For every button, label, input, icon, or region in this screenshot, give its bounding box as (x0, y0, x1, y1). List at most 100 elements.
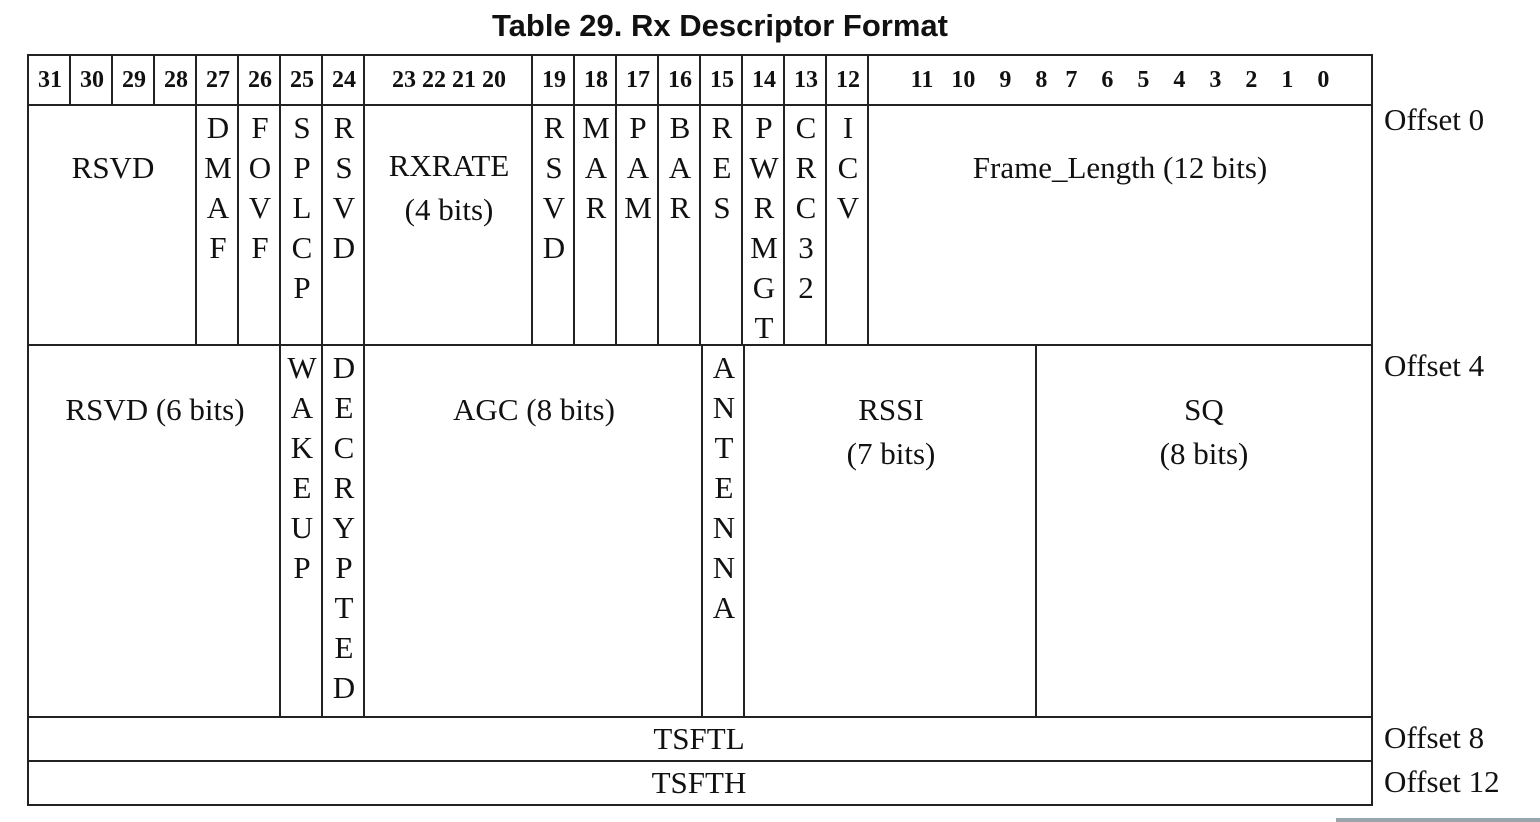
pwrmgt-field-letter: R (753, 190, 775, 225)
bit-label: 29 (111, 56, 155, 104)
icv-field-letter: I (842, 110, 854, 145)
icv-field-letter: C (837, 150, 859, 185)
bit-label: 13 (783, 56, 827, 104)
tsftl-cell: TSFTL (653, 721, 745, 756)
splcp-field-letter: L (292, 190, 312, 225)
wakeup-field-letter: W (287, 350, 317, 385)
sq-field: SQ(8 bits) (1035, 346, 1371, 716)
pwrmgt-field-letter: P (755, 110, 773, 145)
offset-0-label: Offset 0 (1384, 102, 1485, 137)
row-divider (29, 716, 1371, 718)
bar-field-letter: B (669, 110, 691, 145)
bit-label: 19 (531, 56, 575, 104)
bit-label: 28 (153, 56, 197, 104)
res-field-letter: E (712, 150, 732, 185)
rxrate-field: RXRATE(4 bits) (363, 106, 533, 344)
rsvd24-field-letter: V (332, 190, 356, 225)
decrypted-field-letter: D (332, 670, 356, 705)
dmaf-field-letter: D (206, 110, 230, 145)
pwrmgt-field-letter: T (754, 310, 774, 345)
pwrmgt-field-letter: M (750, 230, 778, 265)
wakeup-field-letter: E (292, 470, 312, 505)
rsvd6-cell: RSVD (6 bits) (65, 392, 245, 427)
rxrate-bits: (4 bits) (404, 192, 494, 227)
antenna-field-letter: N (712, 550, 736, 585)
bit-label: 15 (699, 56, 743, 104)
res-field-letter: R (711, 110, 733, 145)
splcp-field-letter: C (291, 230, 313, 265)
decrypted-field-letter: E (334, 630, 354, 665)
bar-field-letter: A (668, 150, 692, 185)
bit-label: 17 (615, 56, 659, 104)
bit-label: 18 (573, 56, 617, 104)
mar-field-letter: A (584, 150, 608, 185)
offset-8-label: Offset 8 (1384, 720, 1485, 755)
crc32-field-letter: 3 (798, 230, 814, 265)
fovf-field-letter: V (248, 190, 272, 225)
decrypted-field-letter: E (334, 390, 354, 425)
decrypted-field-letter: D (332, 350, 356, 385)
rsvd24-field-letter: R (333, 110, 355, 145)
dmaf-field-letter: F (209, 230, 227, 265)
offset-4-label: Offset 4 (1384, 348, 1485, 383)
rsvd19-field-letter: D (542, 230, 566, 265)
pwrmgt-field-letter: W (749, 150, 779, 185)
pwrmgt-field-letter: G (752, 270, 776, 305)
rsvd19-field-letter: S (545, 150, 563, 185)
rsvd19-field-letter: R (543, 110, 565, 145)
res-field-letter: S (713, 190, 731, 225)
decrypted-field-letter: Y (332, 510, 356, 545)
decrypted-field-letter: P (335, 550, 353, 585)
rssi-rssi-bits: (7 bits) (846, 436, 936, 471)
bit-label: 26 (237, 56, 281, 104)
mar-field-letter: M (582, 110, 610, 145)
crc32-field-letter: C (795, 190, 817, 225)
dmaf-field-letter: M (204, 150, 232, 185)
bit-label: 24 (321, 56, 365, 104)
wakeup-field-letter: K (290, 430, 314, 465)
bit-label: 12 (825, 56, 869, 104)
bit-label: 30 (69, 56, 113, 104)
wakeup-field-letter: A (290, 390, 314, 425)
frame-length-field: Frame_Length (12 bits) (867, 106, 1371, 344)
antenna-field-letter: A (712, 590, 736, 625)
bar-field-letter: R (669, 190, 691, 225)
fovf-field-letter: O (248, 150, 272, 185)
fovf-field-letter: F (251, 110, 269, 145)
horizontal-scrollbar[interactable] (1336, 818, 1540, 822)
bit-label: 14 (741, 56, 785, 104)
splcp-field-letter: P (293, 270, 311, 305)
antenna-field-letter: N (712, 510, 736, 545)
bit-group-23-20: 23 22 21 20 (363, 56, 533, 104)
decrypted-field-letter: T (334, 590, 354, 625)
agc-field: AGC (8 bits) (363, 346, 703, 716)
decrypted-field-letter: C (333, 430, 355, 465)
rsvd24-field-letter: D (332, 230, 356, 265)
bit-label: 31 (38, 66, 62, 93)
row-divider (29, 760, 1371, 762)
decrypted-field-letter: R (333, 470, 355, 505)
rsvd-cell: RSVD (71, 150, 155, 185)
rsvd24-field-letter: S (335, 150, 353, 185)
crc32-field-letter: R (795, 150, 817, 185)
crc32-field-letter: C (795, 110, 817, 145)
wakeup-field-letter: P (293, 550, 311, 585)
row-divider (29, 344, 1371, 346)
mar-field-letter: R (585, 190, 607, 225)
splcp-field-letter: P (293, 150, 311, 185)
row-divider (29, 104, 1371, 106)
tsfth-cell: TSFTH (651, 765, 747, 800)
offset-12-label: Offset 12 (1384, 764, 1500, 799)
